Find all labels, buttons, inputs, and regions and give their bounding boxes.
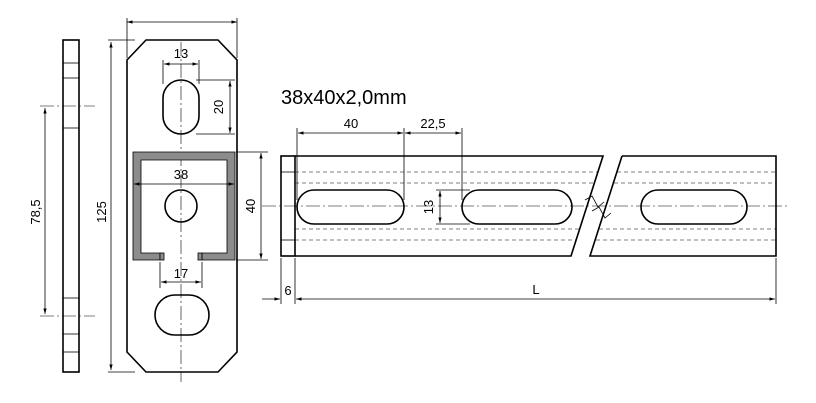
dim-slot-width-label: 13	[174, 46, 188, 61]
channel-cross-section	[132, 151, 236, 261]
dim-slot-height-label: 13	[421, 200, 436, 214]
dimension-profile-width: 38	[134, 167, 234, 186]
profile-title: 38x40x2,0mm	[281, 87, 407, 109]
center-hole	[164, 189, 198, 223]
dimension-slot-height: 13	[421, 189, 470, 225]
dimension-slot-pitch: 40	[296, 116, 405, 200]
dimension-wall: 6	[262, 258, 296, 304]
dimension-slot-length: 20	[196, 79, 235, 135]
top-slot	[162, 79, 200, 135]
dimension-slot-offset: 22,5	[405, 116, 463, 200]
bottom-slot	[154, 294, 210, 336]
channel-slot-1	[296, 189, 405, 225]
dim-slot-pitch-label: 40	[344, 116, 358, 131]
dim-opening-label: 17	[174, 266, 188, 281]
plate-side-view	[40, 39, 95, 373]
dim-profile-width-label: 38	[174, 167, 188, 182]
dimension-opening: 17	[159, 262, 203, 288]
dimension-overall-height: 125	[94, 39, 135, 373]
dim-slot-length-label: 20	[211, 100, 226, 114]
channel-slot-2	[461, 189, 573, 225]
dimension-slot-width: 13	[162, 46, 200, 84]
channel-long-view	[262, 155, 790, 257]
dimension-length: L	[296, 258, 777, 304]
dim-overall-height-label: 125	[94, 201, 109, 223]
dim-profile-height-label: 40	[243, 199, 258, 213]
dim-slot-offset-label: 22,5	[420, 116, 445, 131]
channel-slot-3	[640, 189, 748, 225]
dim-length-label: L	[532, 282, 539, 297]
plate-front-view	[126, 18, 238, 382]
dim-hole-spacing-label: 78,5	[28, 199, 43, 224]
dimension-hole-spacing: 78,5	[28, 108, 47, 314]
dimension-profile-height: 40	[236, 151, 268, 261]
dim-wall-label: 6	[284, 283, 291, 298]
